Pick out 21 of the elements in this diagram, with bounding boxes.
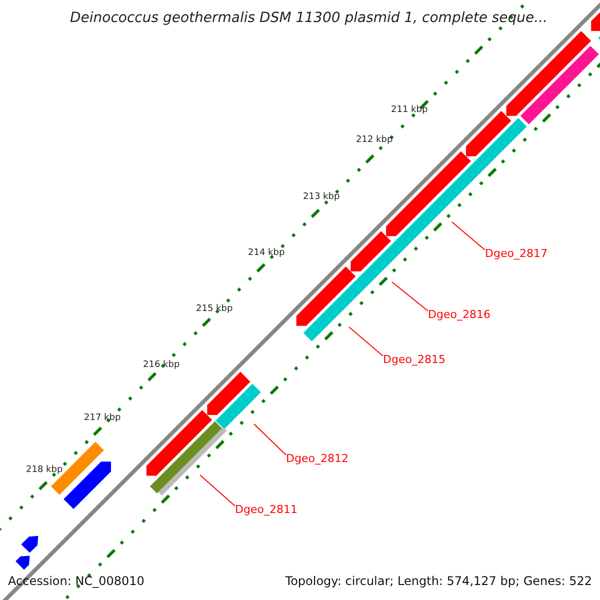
gene-label: Dgeo_2816 [428,308,490,322]
accession-text: Accession: NC_008010 [8,574,144,588]
tick-label: 218 kbp [26,465,63,476]
gene-label: Dgeo_2811 [235,503,298,516]
gene-label: Dgeo_2812 [286,452,348,466]
tick-label: 212 kbp [356,135,393,146]
leader-line [254,424,286,456]
leader-line [200,474,236,506]
map-title: Deinococcus geothermalis DSM 11300 plasmid 1, complete seque... [70,10,548,27]
summary-text: Topology: circular; Length: 574,127 bp; Genes: 522 [285,574,592,588]
tick-label: 217 kbp [84,413,121,424]
tick-label: 214 kbp [248,248,285,259]
leader-line [348,326,384,356]
leader-line [452,222,486,250]
tick-label: 215 kbp [196,304,233,315]
gene-label: Dgeo_2817 [485,247,548,260]
tick-label: 211 kbp [391,105,428,116]
leader-line [392,282,428,312]
tick-label: 213 kbp [303,192,340,203]
gene-label: Dgeo_2815 [383,353,446,366]
tick-label: 216 kbp [143,360,180,371]
